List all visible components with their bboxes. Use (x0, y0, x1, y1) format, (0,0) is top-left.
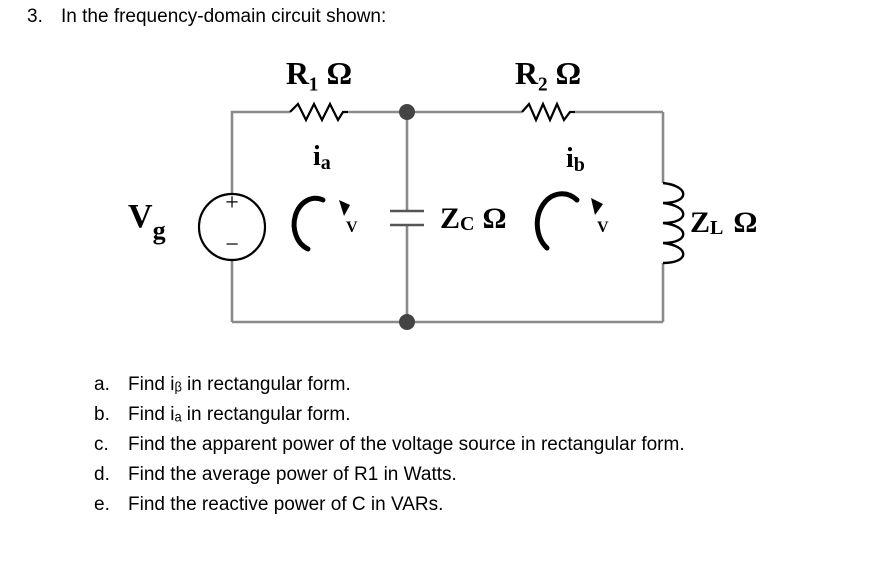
ib-label: ib (566, 143, 585, 176)
part-d: d.Find the average power of R1 in Watts. (94, 464, 457, 485)
node-bottom (399, 314, 415, 330)
inductor-zl (662, 181, 685, 265)
node-top (399, 104, 415, 120)
r1-label: R₁ Ω (286, 55, 352, 91)
part-b: b.Find iₐ in rectangular form. (94, 404, 351, 425)
part-a: a.Find iᵦ in rectangular form. (94, 374, 351, 395)
question-number: 3. (27, 6, 43, 27)
question-heading: 3. In the frequency-domain circuit shown: (27, 6, 386, 28)
question-text: In the frequency-domain circuit shown: (61, 6, 387, 27)
loop-a-v-label: V (346, 219, 358, 236)
voltage-source-vg (197, 192, 267, 262)
question-parts: a.Find iᵦ in rectangular form. b.Find iₐ… (94, 370, 685, 520)
loop-arrowhead-ib (591, 198, 603, 215)
wire-top-left (230, 110, 290, 195)
capacitor-zc (390, 209, 424, 227)
ia-label: ia (313, 141, 331, 174)
loop-arrow-ia (291, 195, 326, 252)
circuit-wires (230, 110, 665, 324)
r2-label: R₂ Ω (515, 55, 581, 91)
loop-b-v-label: V (597, 219, 609, 236)
vg-plus-sign: + (225, 190, 239, 216)
vg-label: Vg (128, 198, 166, 245)
loop-arrow-ib (534, 191, 580, 251)
vg-minus-sign: − (225, 232, 239, 258)
resistor-r1 (289, 101, 348, 123)
loop-arrowhead-ia (339, 200, 350, 216)
resistor-r2 (521, 101, 575, 123)
part-c: c.Find the apparent power of the voltage… (94, 434, 685, 455)
part-e: e.Find the reactive power of C in VARs. (94, 494, 444, 515)
